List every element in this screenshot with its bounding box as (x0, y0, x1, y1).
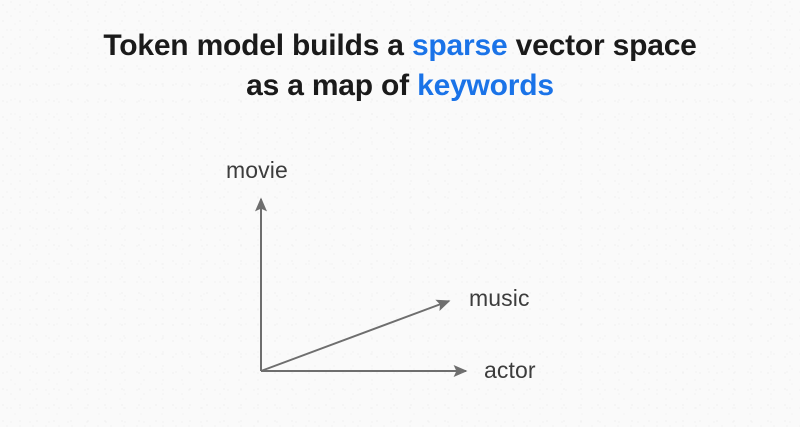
title-highlight-sparse: sparse (411, 29, 508, 62)
title-line-2-text-before: as a map of (246, 69, 418, 102)
title-line-1: Token model builds a sparse vector space (0, 26, 800, 66)
page-title: Token model builds a sparse vector space… (0, 26, 800, 106)
title-highlight-keywords: keywords (417, 69, 554, 102)
title-line-2: as a map of keywords (0, 66, 800, 106)
title-line-1-text-after: vector space (507, 29, 697, 62)
vector-arrow-music (260, 299, 451, 372)
axis-label-movie: movie (226, 157, 288, 183)
axis-label-music: music (469, 285, 530, 311)
axis-label-actor: actor (484, 357, 536, 383)
title-line-1-text-before: Token model builds a (103, 29, 412, 62)
